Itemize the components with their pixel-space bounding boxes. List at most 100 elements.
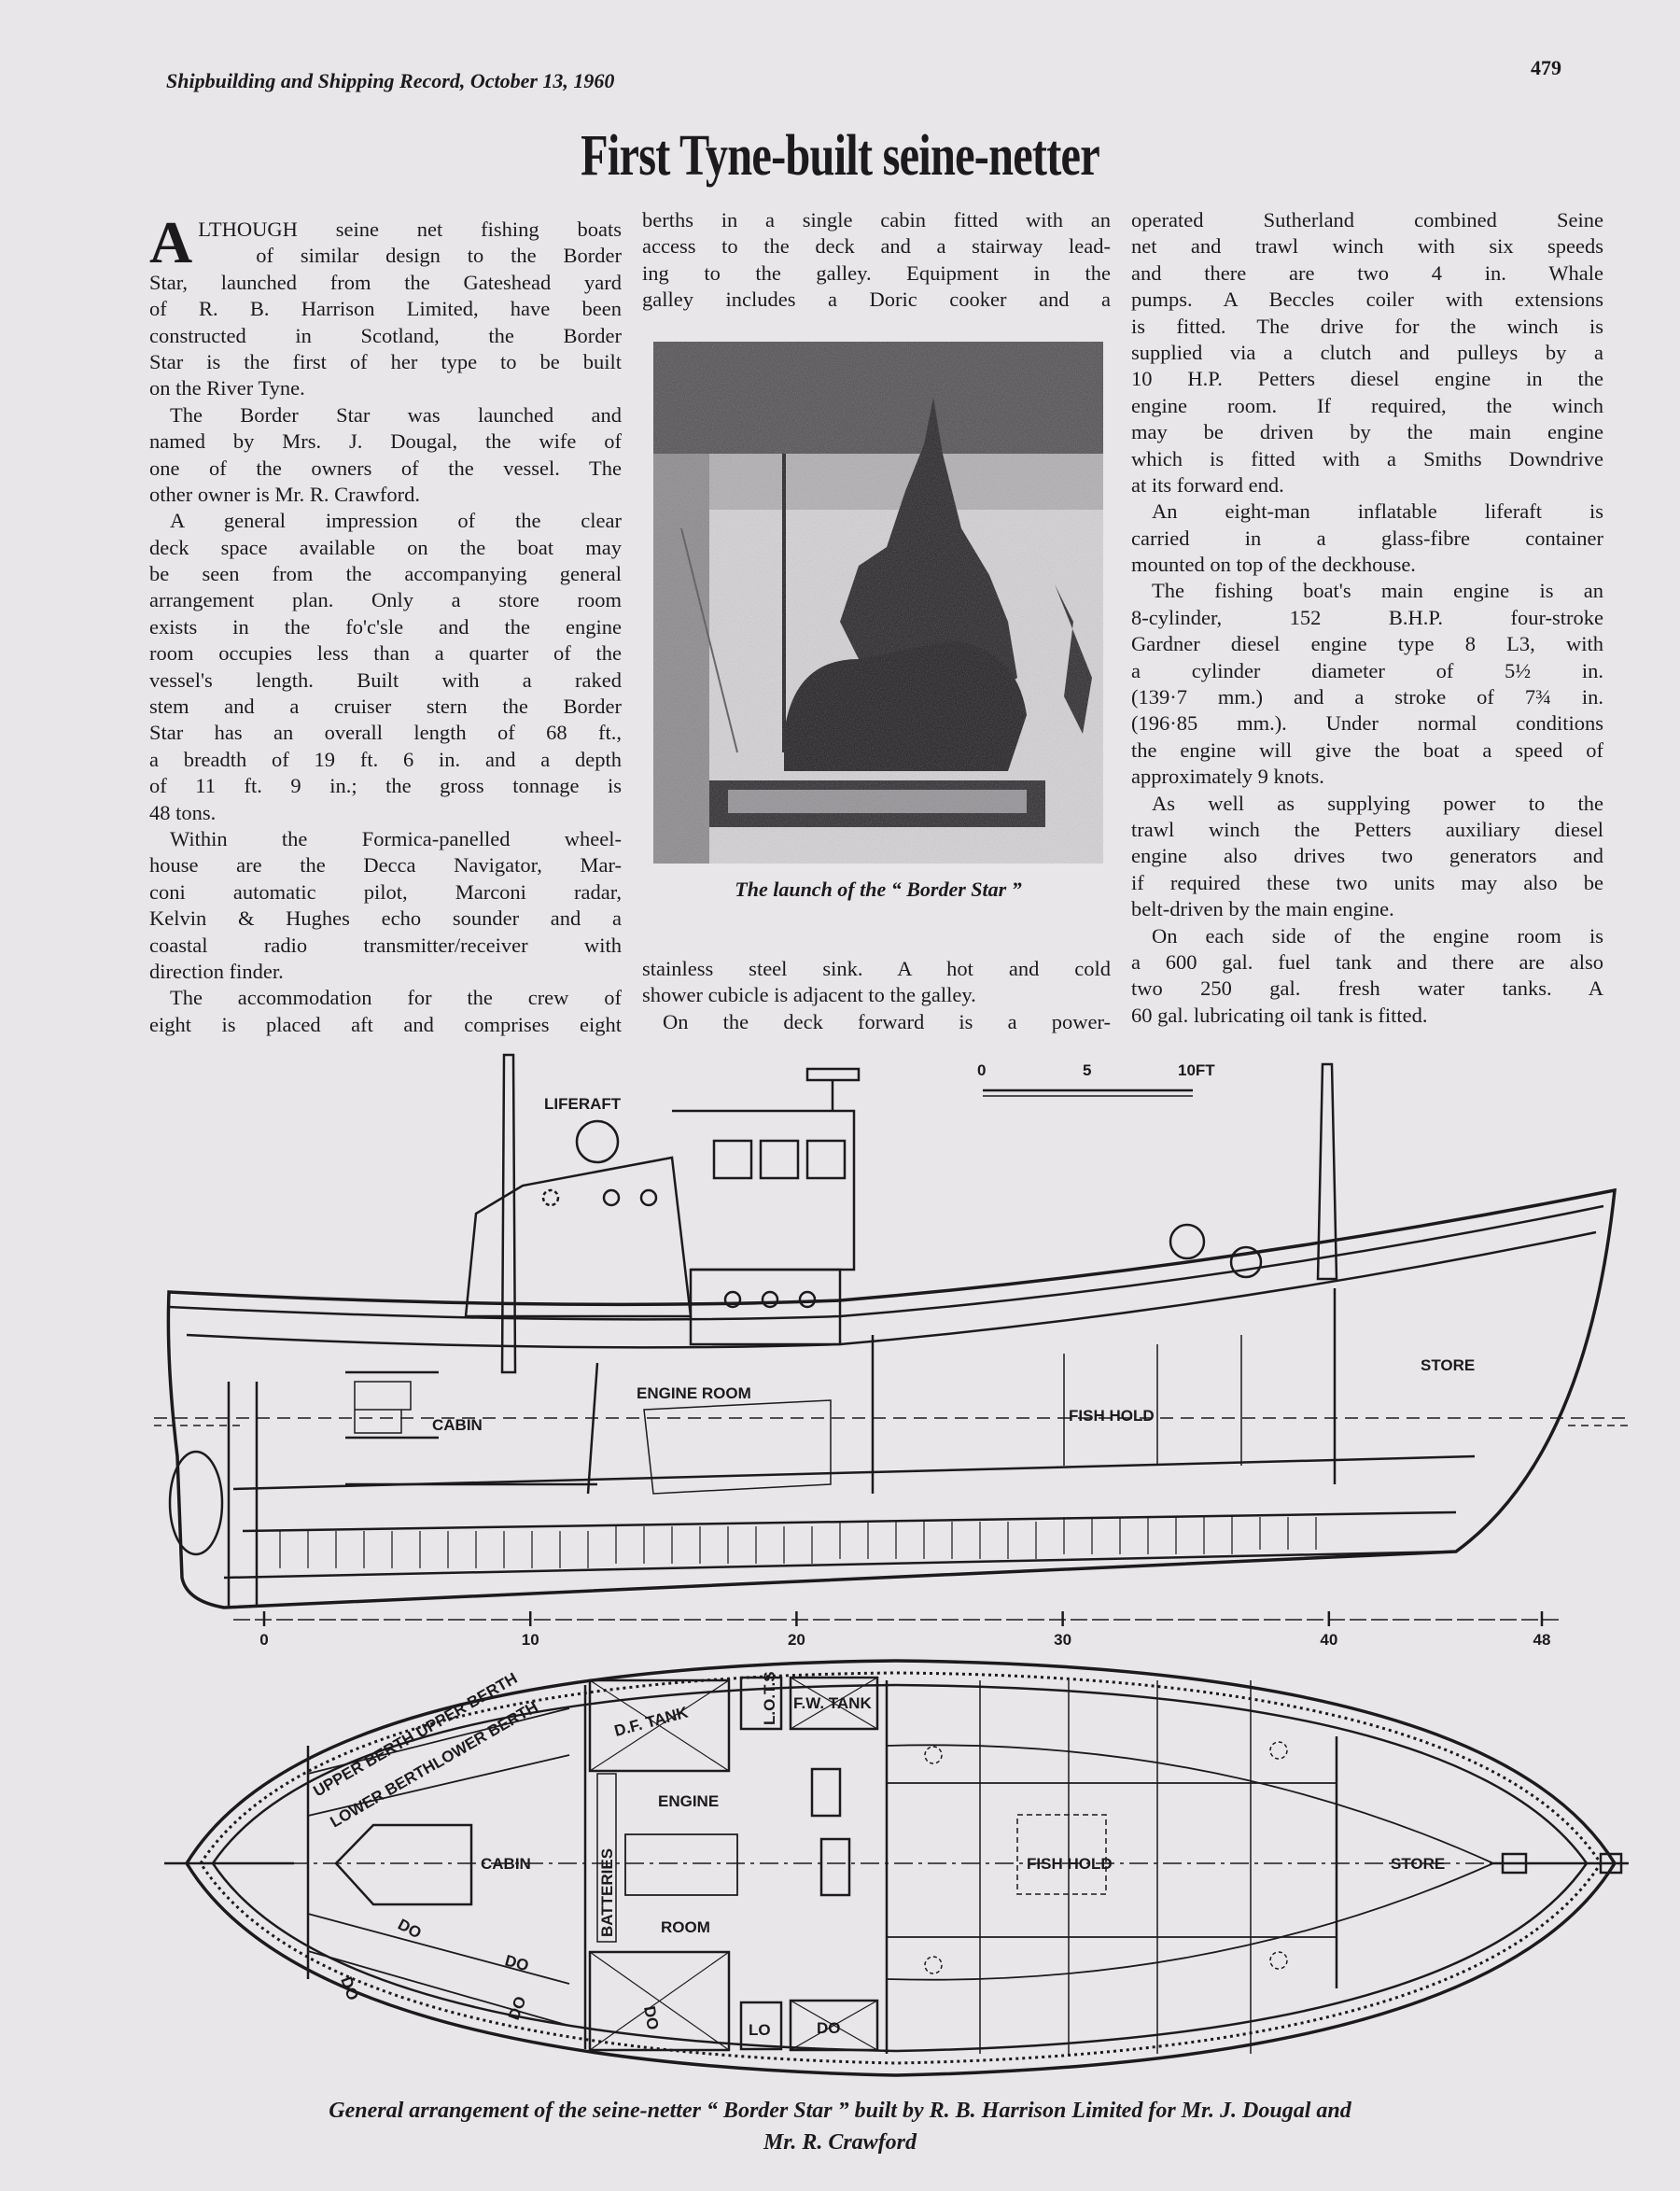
text-line: other owner is Mr. R. Crawford. — [149, 482, 420, 506]
text-line: if required these two units may also be — [1131, 870, 1603, 894]
text-line: of similar design to the Border — [256, 244, 622, 268]
article-title: First Tyne-built seine-netter — [581, 124, 1100, 188]
text-line: The Border Star was launched and — [170, 402, 622, 427]
scale-bar: 0 5 10FT — [977, 1061, 1215, 1097]
text-line: pumps. A Beccles coiler with extensions — [1131, 288, 1603, 312]
figure-caption-line-1: General arrangement of the seine-netter … — [329, 2099, 1351, 2123]
text-line: A general impression of the clear — [170, 509, 622, 533]
label-fish-hold-plan: FISH HOLD — [1027, 1855, 1113, 1873]
text-line: which is fitted with a Smiths Downdrive — [1131, 446, 1603, 471]
frame-ruler: 0 10 20 30 40 48 — [233, 1611, 1559, 1649]
label-cabin: CABIN — [432, 1416, 483, 1434]
text-line: 60 gal. lubricating oil tank is fitted. — [1131, 1003, 1428, 1027]
photo-caption: The launch of the “ Border Star ” — [735, 878, 1022, 901]
text-line: may be driven by the main engine — [1131, 420, 1603, 444]
text-line: On the deck forward is a power- — [663, 1009, 1111, 1033]
scale-tick-0: 0 — [977, 1061, 986, 1079]
text-line: As well as supplying power to the — [1152, 791, 1603, 815]
scale-tick-10: 10FT — [1178, 1061, 1215, 1079]
label-do-5: DO — [640, 2004, 662, 2030]
label-do-3: DO — [503, 1952, 531, 1975]
text-line: on the River Tyne. — [149, 376, 305, 400]
ruler-label: 40 — [1320, 1631, 1337, 1649]
ruler-label: 20 — [788, 1631, 805, 1649]
text-line: eight is placed aft and comprises eight — [149, 1012, 622, 1036]
label-cabin-plan: CABIN — [481, 1855, 531, 1873]
label-room: ROOM — [661, 1918, 710, 1936]
text-line: is fitted. The drive for the winch is — [1131, 314, 1603, 338]
scale-tick-5: 5 — [1083, 1061, 1091, 1079]
text-line: carried in a glass-fibre container — [1131, 526, 1603, 550]
label-engine-room: ENGINE ROOM — [637, 1384, 751, 1402]
text-column-1: A LTHOUGH seine net fishing boats of simi… — [149, 209, 622, 1038]
text-line: named by Mrs. J. Dougal, the wife of — [149, 429, 622, 454]
label-lots: L.O.T.S — [761, 1671, 778, 1725]
text-line: shower cubicle is adjacent to the galley… — [642, 983, 976, 1007]
ruler-label: 30 — [1054, 1631, 1071, 1649]
text-line: galley includes a Doric cooker and a — [642, 288, 1111, 312]
text-line: trawl winch the Petters auxiliary diesel — [1131, 817, 1603, 841]
text-line: 8-cylinder, 152 B.H.P. four-stroke — [1131, 605, 1603, 629]
label-liferaft: LIFERAFT — [544, 1095, 622, 1113]
text-line: approximately 9 knots. — [1131, 765, 1324, 789]
text-line: engine room. If required, the winch — [1131, 393, 1603, 417]
label-lo: LO — [749, 2021, 771, 2039]
text-line: constructed in Scotland, the Border — [149, 323, 622, 347]
ruler-label: 10 — [522, 1631, 539, 1649]
text-line: Within the Formica-panelled wheel- — [170, 826, 622, 850]
text-line: house are the Decca Navigator, Mar- — [149, 853, 622, 878]
text-line: a cylinder diameter of 5½ in. — [1131, 658, 1603, 682]
text-line: Gardner diesel engine type 8 L3, with — [1131, 632, 1603, 656]
text-line: Star is the first of her type to be buil… — [149, 349, 622, 373]
text-line: and there are two 4 in. Whale — [1131, 260, 1603, 285]
ruler-label: 0 — [259, 1631, 268, 1649]
label-df-tank: D.F. TANK — [612, 1703, 691, 1739]
text-line: deck space available on the boat may — [149, 535, 622, 559]
text-line: two 250 gal. fresh water tanks. A — [1131, 976, 1603, 1001]
text-line: 10 H.P. Petters diesel engine in the — [1131, 367, 1603, 391]
text-line: Star has an overall length of 68 ft., — [149, 721, 622, 745]
label-fish-hold: FISH HOLD — [1069, 1407, 1155, 1425]
label-fw-tank: F.W. TANK — [793, 1694, 872, 1712]
figure-caption: General arrangement of the seine-netter … — [0, 2095, 1680, 2158]
label-store: STORE — [1421, 1356, 1475, 1374]
text-line: room occupies less than a quarter of the — [149, 641, 622, 666]
text-line: ing to the galley. Equipment in the — [642, 260, 1111, 285]
text-line: be seen from the accompanying general — [149, 562, 622, 586]
text-line: (196·85 mm.). Under normal conditions — [1131, 711, 1603, 736]
page-number: 479 — [1531, 56, 1561, 79]
text-line: the engine will give the boat a speed of — [1131, 737, 1603, 762]
text-line: stainless steel sink. A hot and cold — [642, 957, 1111, 980]
text-line: stem and a cruiser stern the Border — [149, 695, 622, 719]
text-line: coni automatic pilot, Marconi radar, — [149, 879, 622, 904]
launch-photo — [653, 342, 1103, 864]
drop-cap: A — [149, 209, 193, 275]
text-column-2-bottom: stainless steel sink. A hot and cold show… — [642, 956, 1111, 1035]
text-line: The accommodation for the crew of — [170, 986, 622, 1010]
text-line: of 11 ft. 9 in.; the gross tonnage is — [149, 774, 622, 798]
text-line: net and trawl winch with six speeds — [1131, 234, 1603, 259]
text-line: An eight-man inflatable liferaft is — [1152, 499, 1603, 524]
ruler-label: 48 — [1533, 1631, 1551, 1649]
profile-view: LIFERAFT ENGINE ROOM CABIN FISH HOLD STO… — [154, 1053, 1629, 1649]
figure-caption-line-2: Mr. R. Crawford — [763, 2130, 917, 2155]
text-line: Star, launched from the Gateshead yard — [149, 270, 622, 294]
text-line: at its forward end. — [1131, 472, 1284, 497]
text-line: direction finder. — [149, 959, 284, 983]
text-line: berths in a single cabin fitted with an — [642, 208, 1111, 232]
text-line: mounted on top of the deckhouse. — [1131, 553, 1416, 577]
label-engine: ENGINE — [658, 1792, 719, 1810]
label-batteries: BATTERIES — [598, 1848, 616, 1937]
text-line: The fishing boat's main engine is an — [1152, 579, 1603, 603]
text-line: On each side of the engine room is — [1152, 923, 1603, 948]
text-line: engine also drives two generators and — [1131, 844, 1603, 868]
text-line: operated Sutherland combined Seine — [1131, 208, 1603, 232]
text-line: LTHOUGH seine net fishing boats — [198, 218, 622, 241]
text-line: supplied via a clutch and pulleys by a — [1131, 340, 1603, 364]
text-line: belt-driven by the main engine. — [1131, 897, 1394, 921]
text-line: one of the owners of the vessel. The — [149, 456, 622, 480]
plan-view: UPPER BERTH UPPER BERTH LOWER BERTH LOWE… — [164, 1659, 1629, 2077]
label-do-2: DO — [337, 1974, 362, 2002]
